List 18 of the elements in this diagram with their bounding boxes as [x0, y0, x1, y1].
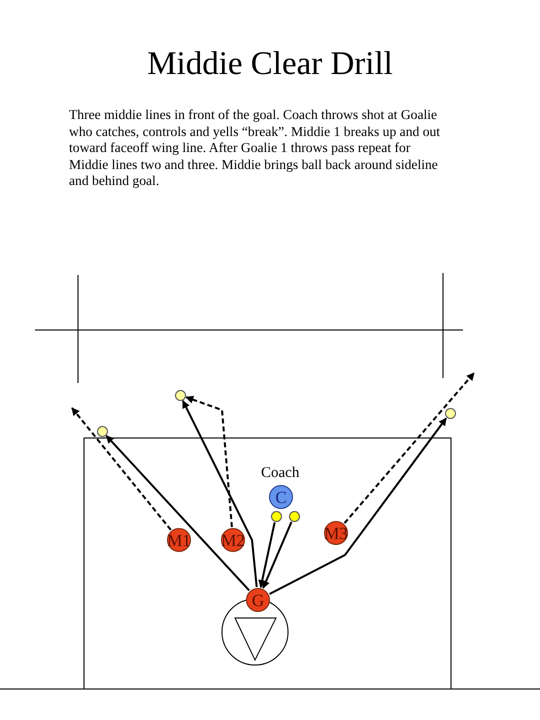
arrow — [262, 522, 292, 589]
goalie-marker: G — [246, 588, 270, 612]
arrow — [182, 400, 258, 588]
ball-icon — [444, 408, 456, 418]
ball-icon — [96, 426, 108, 436]
title: Middie Clear Drill — [146, 45, 394, 84]
coach-label: Coach — [261, 465, 300, 481]
ball-icon — [270, 510, 282, 522]
arrow — [71, 407, 172, 531]
arrow — [269, 418, 447, 595]
description-text: Three middie lines in front of the goal. Coach throws shot at Goalie who catches, controls and yells “break”. Middie 1 breaks up and out toward faceoff wing line. After Goalie 1 throws pass repeat for Middie lines two and three. Middie brings ball back around sideline and behind goal. — [69, 107, 441, 190]
arrow — [106, 435, 250, 592]
arrow — [258, 522, 276, 588]
ball-icon — [174, 390, 186, 400]
arrow — [185, 396, 233, 528]
arrow — [344, 372, 475, 524]
ball-icon — [288, 510, 300, 522]
coach-marker: C — [269, 485, 293, 509]
